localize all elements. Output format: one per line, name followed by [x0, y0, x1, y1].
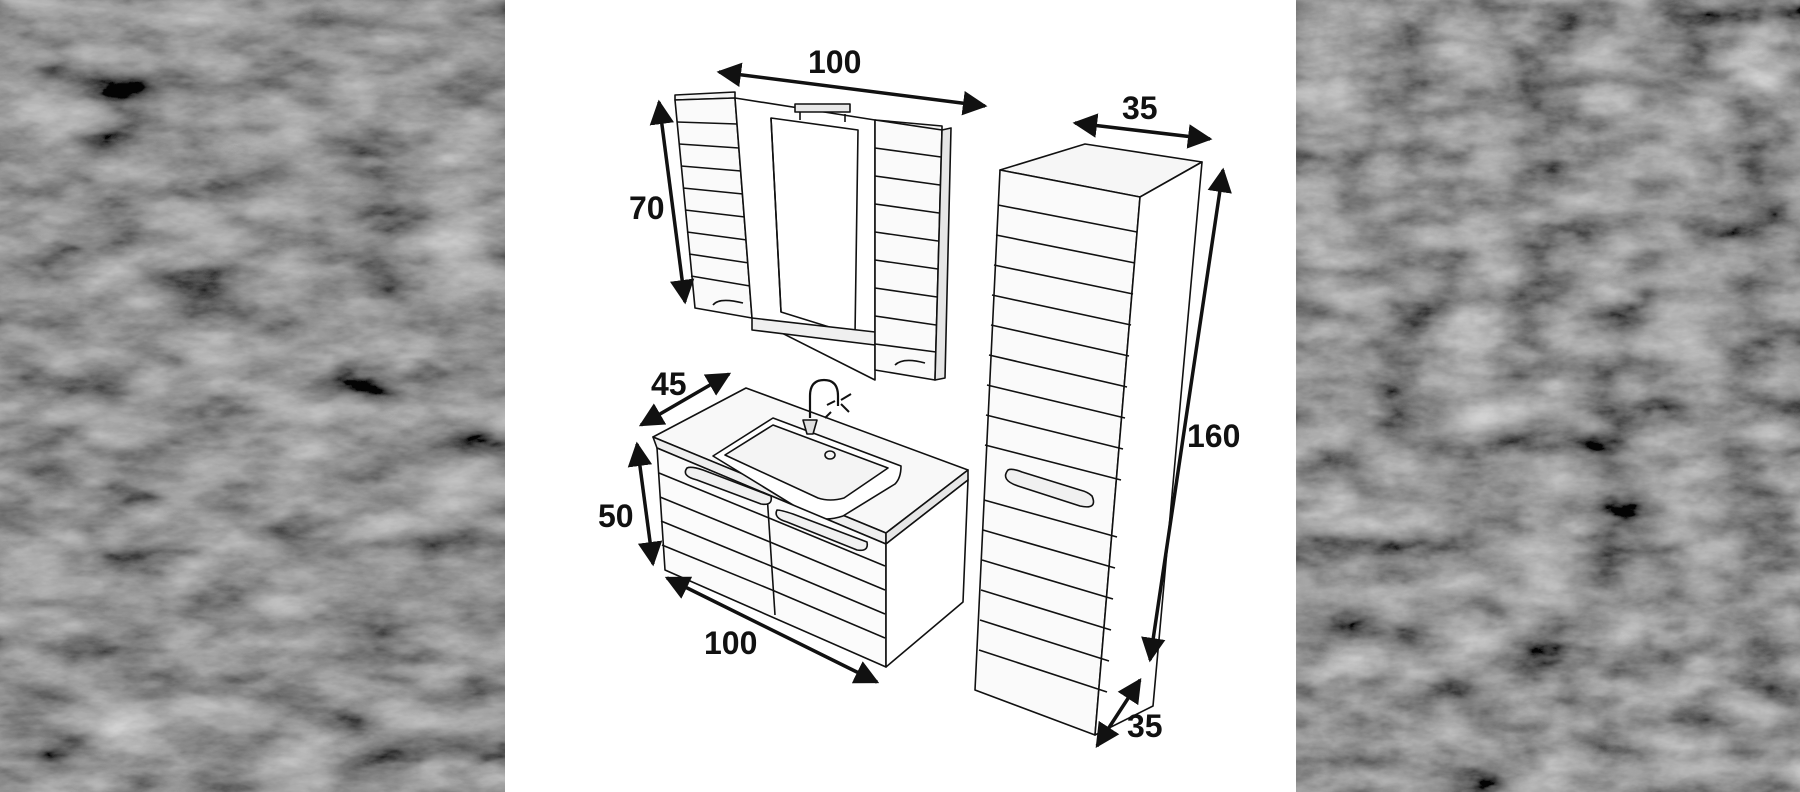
- dimension-label-sink-width: 100: [704, 625, 758, 661]
- dimension-label-mirror-width: 100: [808, 44, 862, 80]
- mirror-cabinet: [674, 91, 952, 381]
- tall-cabinet: [974, 143, 1203, 736]
- dimension-label-sink-height: 50: [598, 498, 634, 534]
- dimension-label-mirror-height: 70: [629, 190, 665, 226]
- sink-vanity: [652, 378, 969, 668]
- furniture-line-drawing: [627, 62, 1232, 749]
- dimension-label-tall-height: 160: [1187, 418, 1241, 454]
- dimension-label-tall-depth-bottom: 35: [1127, 708, 1163, 744]
- dimension-arrows: [627, 62, 1232, 749]
- drawing-panel: 100 70 35 160 45 50 100 35: [505, 0, 1296, 792]
- stone-texture-right: [1296, 0, 1800, 792]
- dimension-label-tall-depth-top: 35: [1122, 90, 1158, 126]
- stone-texture-left: [0, 0, 505, 792]
- dimension-label-sink-depth: 45: [651, 366, 687, 402]
